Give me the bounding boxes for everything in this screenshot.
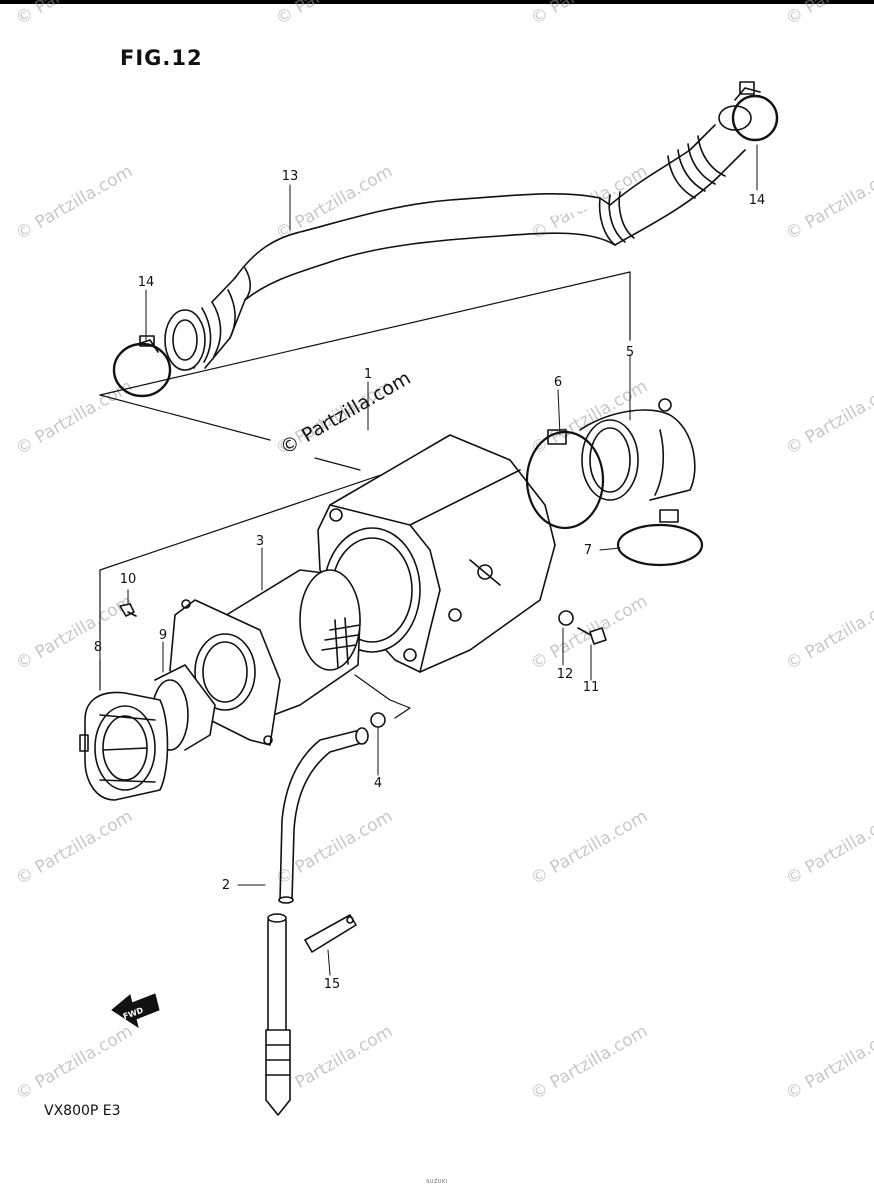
screw-10 [119, 603, 137, 617]
clip-4 [370, 712, 386, 728]
watermark-text: © Partzilla.com [13, 591, 137, 674]
drain-hose-2 [265, 727, 369, 1116]
callout-2: 2 [222, 878, 230, 893]
filter-cover-plate-9 [169, 599, 281, 746]
watermark-text: © Partzilla.com [783, 1021, 874, 1104]
callout-1: 1 [364, 367, 372, 382]
callout-12: 12 [557, 667, 574, 682]
top-border [0, 0, 874, 4]
watermark-text: © Partzilla.com [273, 0, 397, 29]
callout-7: 7 [584, 543, 592, 558]
watermark-text: © Partzilla.com [273, 806, 397, 889]
watermark-text: © Partzilla.com [783, 0, 874, 29]
callout-leaders [99, 144, 758, 976]
washer-12 [558, 610, 574, 626]
watermark-text: © Partzilla.com [13, 0, 137, 29]
intake-hose-13 [164, 105, 752, 371]
callout-4: 4 [374, 776, 382, 791]
watermark-text: © Partzilla.com [273, 1021, 397, 1104]
fwd-arrow-icon: FWD [111, 993, 160, 1029]
callout-15: 15 [324, 977, 341, 992]
watermark-text: © Partzilla.com [13, 376, 137, 459]
watermark-text: © Partzilla.com [783, 806, 874, 889]
callout-11: 11 [583, 680, 600, 695]
callout-8: 8 [94, 640, 102, 655]
intake-cap-8 [79, 691, 169, 801]
watermark-text: © Partzilla.com [783, 376, 874, 459]
callout-14-left: 14 [138, 275, 155, 290]
hose-clamp-14-left [112, 335, 172, 398]
callout-13: 13 [282, 169, 299, 184]
callout-10: 10 [120, 572, 137, 587]
watermark-text-dark: © Partzilla.com [277, 367, 415, 459]
model-label: VX800P E3 [44, 1103, 121, 1119]
figure-title: FIG.12 [120, 46, 203, 70]
watermark-text: © Partzilla.com [13, 1021, 137, 1104]
bolt-11 [577, 627, 607, 645]
watermark-text: © Partzilla.com [783, 161, 874, 244]
callout-14-right: 14 [749, 193, 766, 208]
watermark-text: © Partzilla.com [13, 806, 137, 889]
watermark-text: © Partzilla.com [528, 0, 652, 29]
hose-clamp-14-right [731, 81, 779, 142]
callout-6: 6 [554, 375, 562, 390]
callout-3: 3 [256, 534, 264, 549]
watermark-text: © Partzilla.com [528, 806, 652, 889]
watermark-text: © Partzilla.com [783, 591, 874, 674]
hose-clip-15 [304, 914, 357, 953]
watermark-text: © Partzilla.com [13, 161, 137, 244]
hose-clamp-7 [616, 509, 704, 567]
footer-text: SUZUKI [426, 1179, 448, 1185]
callout-5: 5 [626, 345, 634, 360]
callout-9: 9 [159, 628, 167, 643]
watermark-text: © Partzilla.com [528, 1021, 652, 1104]
outlet-tube-5 [579, 398, 696, 501]
hose-clamp-6 [525, 429, 605, 530]
watermark-text: © Partzilla.com [528, 591, 652, 674]
